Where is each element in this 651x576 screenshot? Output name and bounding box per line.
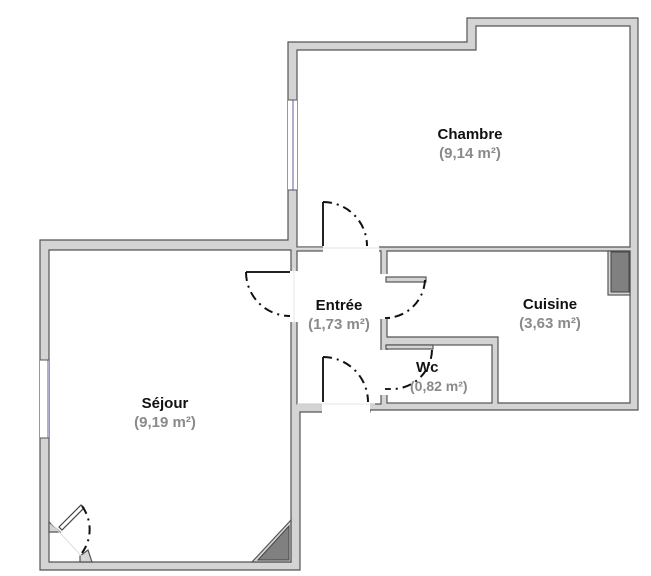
- door-swing-cuisine: [385, 279, 426, 319]
- corner-duct-fill: [256, 524, 290, 561]
- room-name: Séjour: [141, 395, 189, 412]
- door-gap-sejour: [287, 271, 299, 322]
- room-area: (9,14 m²): [439, 145, 501, 162]
- room-name: Entrée: [315, 297, 363, 314]
- room-chambre: [296, 25, 631, 248]
- door-swing-wc: [389, 349, 433, 391]
- room-label-wc: Wc (0,82 m²): [410, 358, 490, 396]
- room-area: (1,73 m²): [308, 316, 370, 333]
- door-swing-entrance: [322, 356, 369, 403]
- room-label-chambre: Chambre (9,14 m²): [410, 125, 530, 163]
- room-wc: [386, 344, 493, 404]
- door-gap-main: [322, 402, 370, 414]
- room-label-cuisine: Cuisine (3,63 m²): [495, 295, 605, 333]
- room-area: (0,82 m²): [410, 378, 468, 394]
- door-swing-corner: [81, 505, 91, 554]
- door-gap-wc: [379, 350, 389, 395]
- room-name: Cuisine: [522, 296, 578, 313]
- room-area: (9,19 m²): [134, 414, 196, 431]
- room-label-entree: Entrée (1,73 m²): [295, 296, 383, 334]
- kitchen-equipment-icon: [610, 251, 630, 293]
- room-name: Chambre: [437, 126, 503, 143]
- door-swing-chambre: [322, 201, 368, 247]
- room-label-sejour: Séjour (9,19 m²): [105, 394, 225, 432]
- door-swing-sejour: [245, 271, 291, 317]
- room-name: Wc: [416, 359, 439, 376]
- cuisine-door-stub: [385, 276, 427, 283]
- door-gap-cuisine: [379, 274, 389, 319]
- wc-door-stub: [385, 344, 434, 350]
- window-sejour: [40, 360, 49, 438]
- room-area: (3,63 m²): [519, 315, 581, 332]
